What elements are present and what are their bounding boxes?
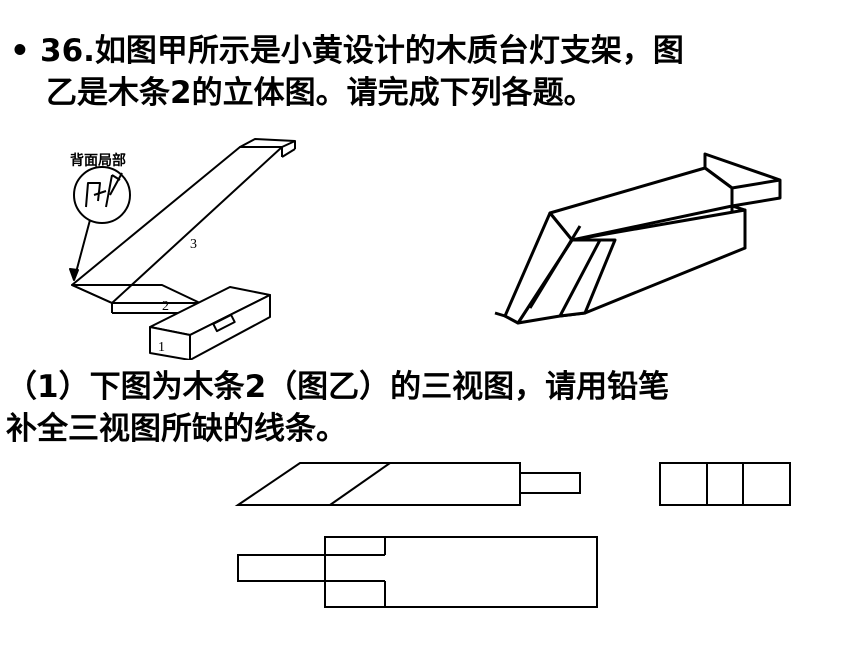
bullet: • [10,33,30,69]
subquestion-text: （1）下图为木条2（图乙）的三视图，请用铅笔 补全三视图所缺的线条。 [6,366,856,450]
front-view [234,462,521,506]
question-line-1: 36.如图甲所示是小黄设计的木质台灯支架，图 [40,33,684,69]
label-2: 2 [162,299,169,314]
label-1: 1 [158,340,165,355]
callout-label: 背面局部 [70,152,126,169]
three-view-drawing [234,462,791,608]
label-3: 3 [190,237,197,252]
subquestion-line-1: （1）下图为木条2（图乙）的三视图，请用铅笔 [6,369,670,405]
question-line-2: 乙是木条2的立体图。请完成下列各题。 [46,75,595,111]
side-view [659,462,791,506]
figure-bar-2-3d [494,152,782,325]
question-text: • 36.如图甲所示是小黄设计的木质台灯支架，图 乙是木条2的立体图。请完成下列各… [10,30,850,114]
figure-lamp-stand: 背面局部 2 1 3 [69,138,296,360]
top-view [324,536,598,608]
subquestion-line-2: 补全三视图所缺的线条。 [6,411,347,447]
